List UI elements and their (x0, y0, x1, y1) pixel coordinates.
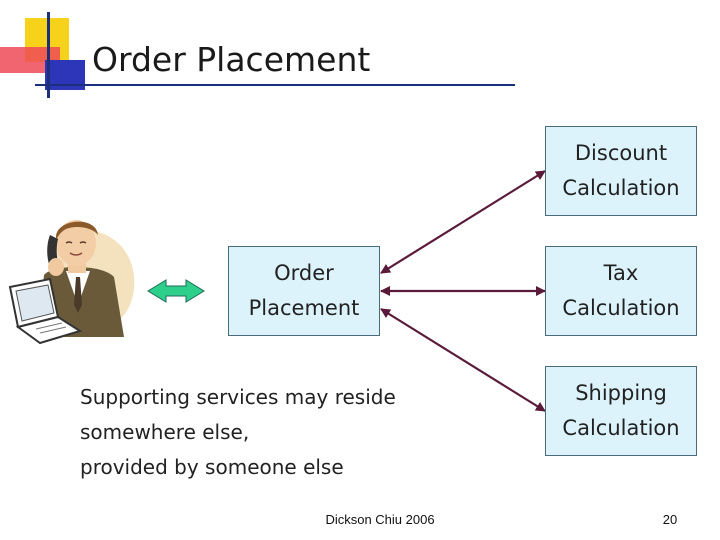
caption-text: Supporting services may reside somewhere… (80, 380, 396, 485)
tax-box-line2: Calculation (562, 296, 680, 320)
title-underline (35, 84, 515, 86)
tax-box-line1: Tax (603, 261, 639, 285)
caption-line1: Supporting services may reside (80, 385, 396, 409)
discount-calculation-box: Discount Calculation (545, 126, 697, 216)
page-number: 20 (662, 512, 678, 527)
slide-title: Order Placement (92, 40, 371, 79)
caption-line3: provided by someone else (80, 455, 344, 479)
discount-box-line1: Discount (574, 141, 668, 165)
double-arrow-icon (147, 279, 205, 303)
title-deco-vertical-line (47, 12, 50, 98)
caption-line2: somewhere else, (80, 420, 250, 444)
connector-order-discount (380, 170, 546, 274)
tax-calculation-box: Tax Calculation (545, 246, 697, 336)
shipping-box-line1: Shipping (575, 381, 667, 405)
order-box-line1: Order (274, 261, 334, 285)
discount-box-line2: Calculation (562, 176, 680, 200)
person-on-phone-at-computer-icon (8, 220, 135, 345)
shipping-box-line2: Calculation (562, 416, 680, 440)
order-box-line2: Placement (248, 296, 360, 320)
footer-author: Dickson Chiu 2006 (325, 512, 435, 527)
order-placement-box: Order Placement (228, 246, 380, 336)
connector-order-shipping (380, 308, 546, 412)
shipping-calculation-box: Shipping Calculation (545, 366, 697, 456)
